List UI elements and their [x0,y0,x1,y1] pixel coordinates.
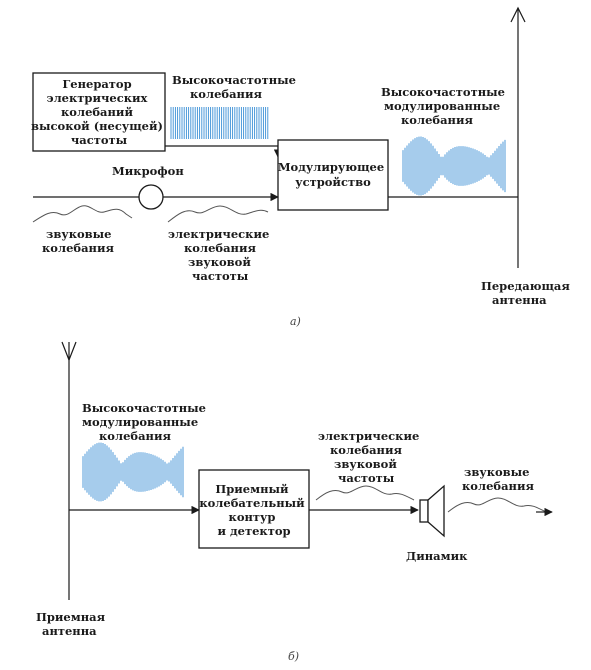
receiver-diagram: Высокочастотные модулированные колебания… [36,341,553,663]
antenna-arrow-tip [510,6,526,23]
generator-label: Генератор электрических колебаний высоко… [31,77,167,147]
caption-b: б) [288,650,299,663]
microphone-icon [138,184,164,210]
modulated-oscillations-label: Высокочастотные модулированные колебания [381,85,509,127]
electric-audio-wave [167,205,269,223]
modulator-label: Модулирующее устройство [278,160,388,189]
sound-wave [32,205,133,223]
electric-oscillations-label: электрические колебания звуковой частоты [168,227,273,283]
sound-oscillations-label: звуковые колебания [42,227,116,255]
caption-a: а) [290,315,301,328]
speaker-icon [419,484,445,538]
carrier-wire [165,145,283,158]
generator-box [32,72,166,152]
electric-oscillations-label-b: электрические колебания звуковой частоты [318,429,423,485]
hf-carrier-wave [170,107,269,139]
microphone-label: Микрофон [112,164,184,178]
sound-oscillations-label-b: звуковые колебания [462,465,534,493]
modulator-box [277,139,389,211]
receiver-detector-box [198,469,310,549]
receiver-detector-label: Приемный колебательный контур и детектор [199,482,308,538]
sound-wave-b [447,497,547,513]
speaker-label: Динамик [406,549,468,563]
modulated-oscillations-label-b: Высокочастотные модулированные колебания [82,401,210,443]
modulated-wave [402,136,506,196]
electric-audio-wave-b [315,485,415,501]
hf-oscillations-label: Высокочастотные колебания [172,73,300,101]
modulated-wave-b [82,442,184,502]
transmitting-antenna-label: Передающая антенна [481,279,574,307]
transmitter-diagram: Генератор электрических колебаний высоко… [31,6,574,328]
receiving-antenna-label: Приемная антенна [36,610,109,638]
